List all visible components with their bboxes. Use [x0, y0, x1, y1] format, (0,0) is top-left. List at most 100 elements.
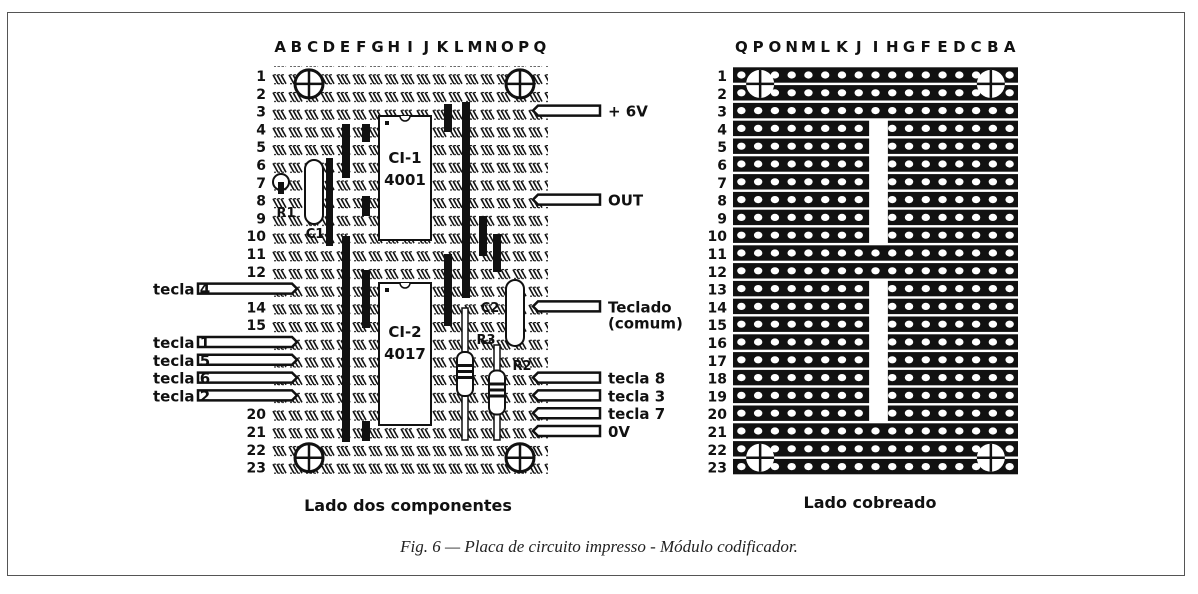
resistor-r2-band: [490, 382, 504, 386]
jumper-wire: [342, 124, 350, 178]
column-label: L: [454, 38, 464, 56]
pad-hole: [888, 178, 897, 186]
pad-hole: [787, 213, 796, 221]
pad-hole: [988, 178, 998, 186]
pad-hole: [804, 356, 813, 364]
pad-hole: [955, 142, 964, 150]
pad-hole: [837, 249, 847, 257]
pad-hole: [854, 231, 863, 239]
row-label: 9: [717, 211, 727, 227]
pad-hole: [955, 463, 964, 471]
connection-label: tecla 1: [153, 334, 210, 352]
pad-hole: [770, 445, 780, 453]
copper-strip: [733, 174, 870, 190]
ic2-notch: [399, 282, 411, 289]
row-label: 6: [717, 158, 727, 174]
pad-hole: [787, 89, 796, 97]
wire-lead: [196, 282, 299, 295]
row-label: 15: [708, 318, 727, 334]
row-label: 12: [708, 265, 727, 281]
pad-hole: [821, 356, 830, 364]
pad-hole: [837, 71, 847, 79]
column-label: M: [467, 38, 482, 56]
ic1-notch: [399, 115, 411, 122]
pad-hole: [938, 445, 947, 453]
pad-hole: [787, 178, 796, 186]
pad-hole: [787, 302, 796, 310]
pad-hole: [821, 89, 830, 97]
pad-hole: [888, 107, 897, 115]
pad-hole: [971, 124, 981, 132]
ic1-pin1-dot: [385, 121, 389, 125]
jumper-wire: [493, 234, 501, 272]
row-label: 12: [247, 265, 266, 281]
pad-hole: [770, 160, 780, 168]
pad-hole: [1005, 142, 1014, 150]
row-label: 6: [256, 158, 266, 174]
pad-hole: [871, 445, 880, 453]
pad-hole: [770, 374, 780, 382]
copper-strip: [733, 387, 870, 404]
column-label: H: [387, 38, 400, 56]
pad-hole: [955, 231, 964, 239]
resistor-r2-band: [490, 388, 504, 392]
pad-hole: [753, 391, 763, 399]
pad-hole: [821, 231, 830, 239]
pad-hole: [888, 445, 897, 453]
pad-hole: [737, 124, 746, 132]
pad-hole: [988, 302, 998, 310]
pad-hole: [787, 267, 796, 275]
row-label: 11: [708, 247, 727, 263]
pad-hole: [955, 320, 964, 328]
pad-hole: [955, 71, 964, 79]
pad-hole: [770, 89, 780, 97]
pad-hole: [804, 213, 813, 221]
pad-hole: [971, 249, 981, 257]
pad-hole: [821, 320, 830, 328]
pad-hole: [904, 409, 914, 417]
pad-hole: [787, 338, 796, 346]
pad-hole: [921, 196, 930, 204]
pad-hole: [871, 249, 880, 257]
pad-hole: [837, 320, 847, 328]
pad-hole: [837, 213, 847, 221]
pad-hole: [938, 231, 947, 239]
column-label: F: [921, 38, 931, 56]
column-label: E: [340, 38, 350, 56]
pad-hole: [888, 302, 897, 310]
pad-hole: [988, 356, 998, 364]
pad-hole: [971, 142, 981, 150]
pad-hole: [955, 374, 964, 382]
pad-hole: [904, 445, 914, 453]
pad-hole: [804, 124, 813, 132]
pad-hole: [854, 338, 863, 346]
pad-hole: [770, 71, 780, 79]
row-label: 20: [708, 407, 728, 423]
pad-hole: [821, 160, 830, 168]
pad-hole: [938, 178, 947, 186]
pad-hole: [888, 463, 897, 471]
pad-hole: [787, 445, 796, 453]
pad-hole: [971, 71, 981, 79]
pad-hole: [1005, 463, 1014, 471]
pad-hole: [888, 427, 897, 435]
pad-hole: [837, 231, 847, 239]
jumper-wire: [362, 196, 370, 216]
pad-hole: [753, 427, 763, 435]
pad-hole: [921, 409, 930, 417]
jumper-wire: [479, 216, 487, 256]
pad-hole: [737, 71, 746, 79]
pad-hole: [753, 160, 763, 168]
pad-hole: [770, 231, 780, 239]
pad-hole: [854, 142, 863, 150]
pad-hole: [904, 285, 914, 293]
pad-hole: [971, 178, 981, 186]
copper-strip: [887, 298, 1018, 315]
pad-hole: [787, 463, 796, 471]
row-label: 17: [708, 354, 727, 370]
pad-hole: [904, 356, 914, 364]
pad-hole: [837, 374, 847, 382]
copper-strip: [887, 334, 1018, 350]
pad-hole: [971, 445, 981, 453]
row-label: 4: [256, 122, 266, 138]
